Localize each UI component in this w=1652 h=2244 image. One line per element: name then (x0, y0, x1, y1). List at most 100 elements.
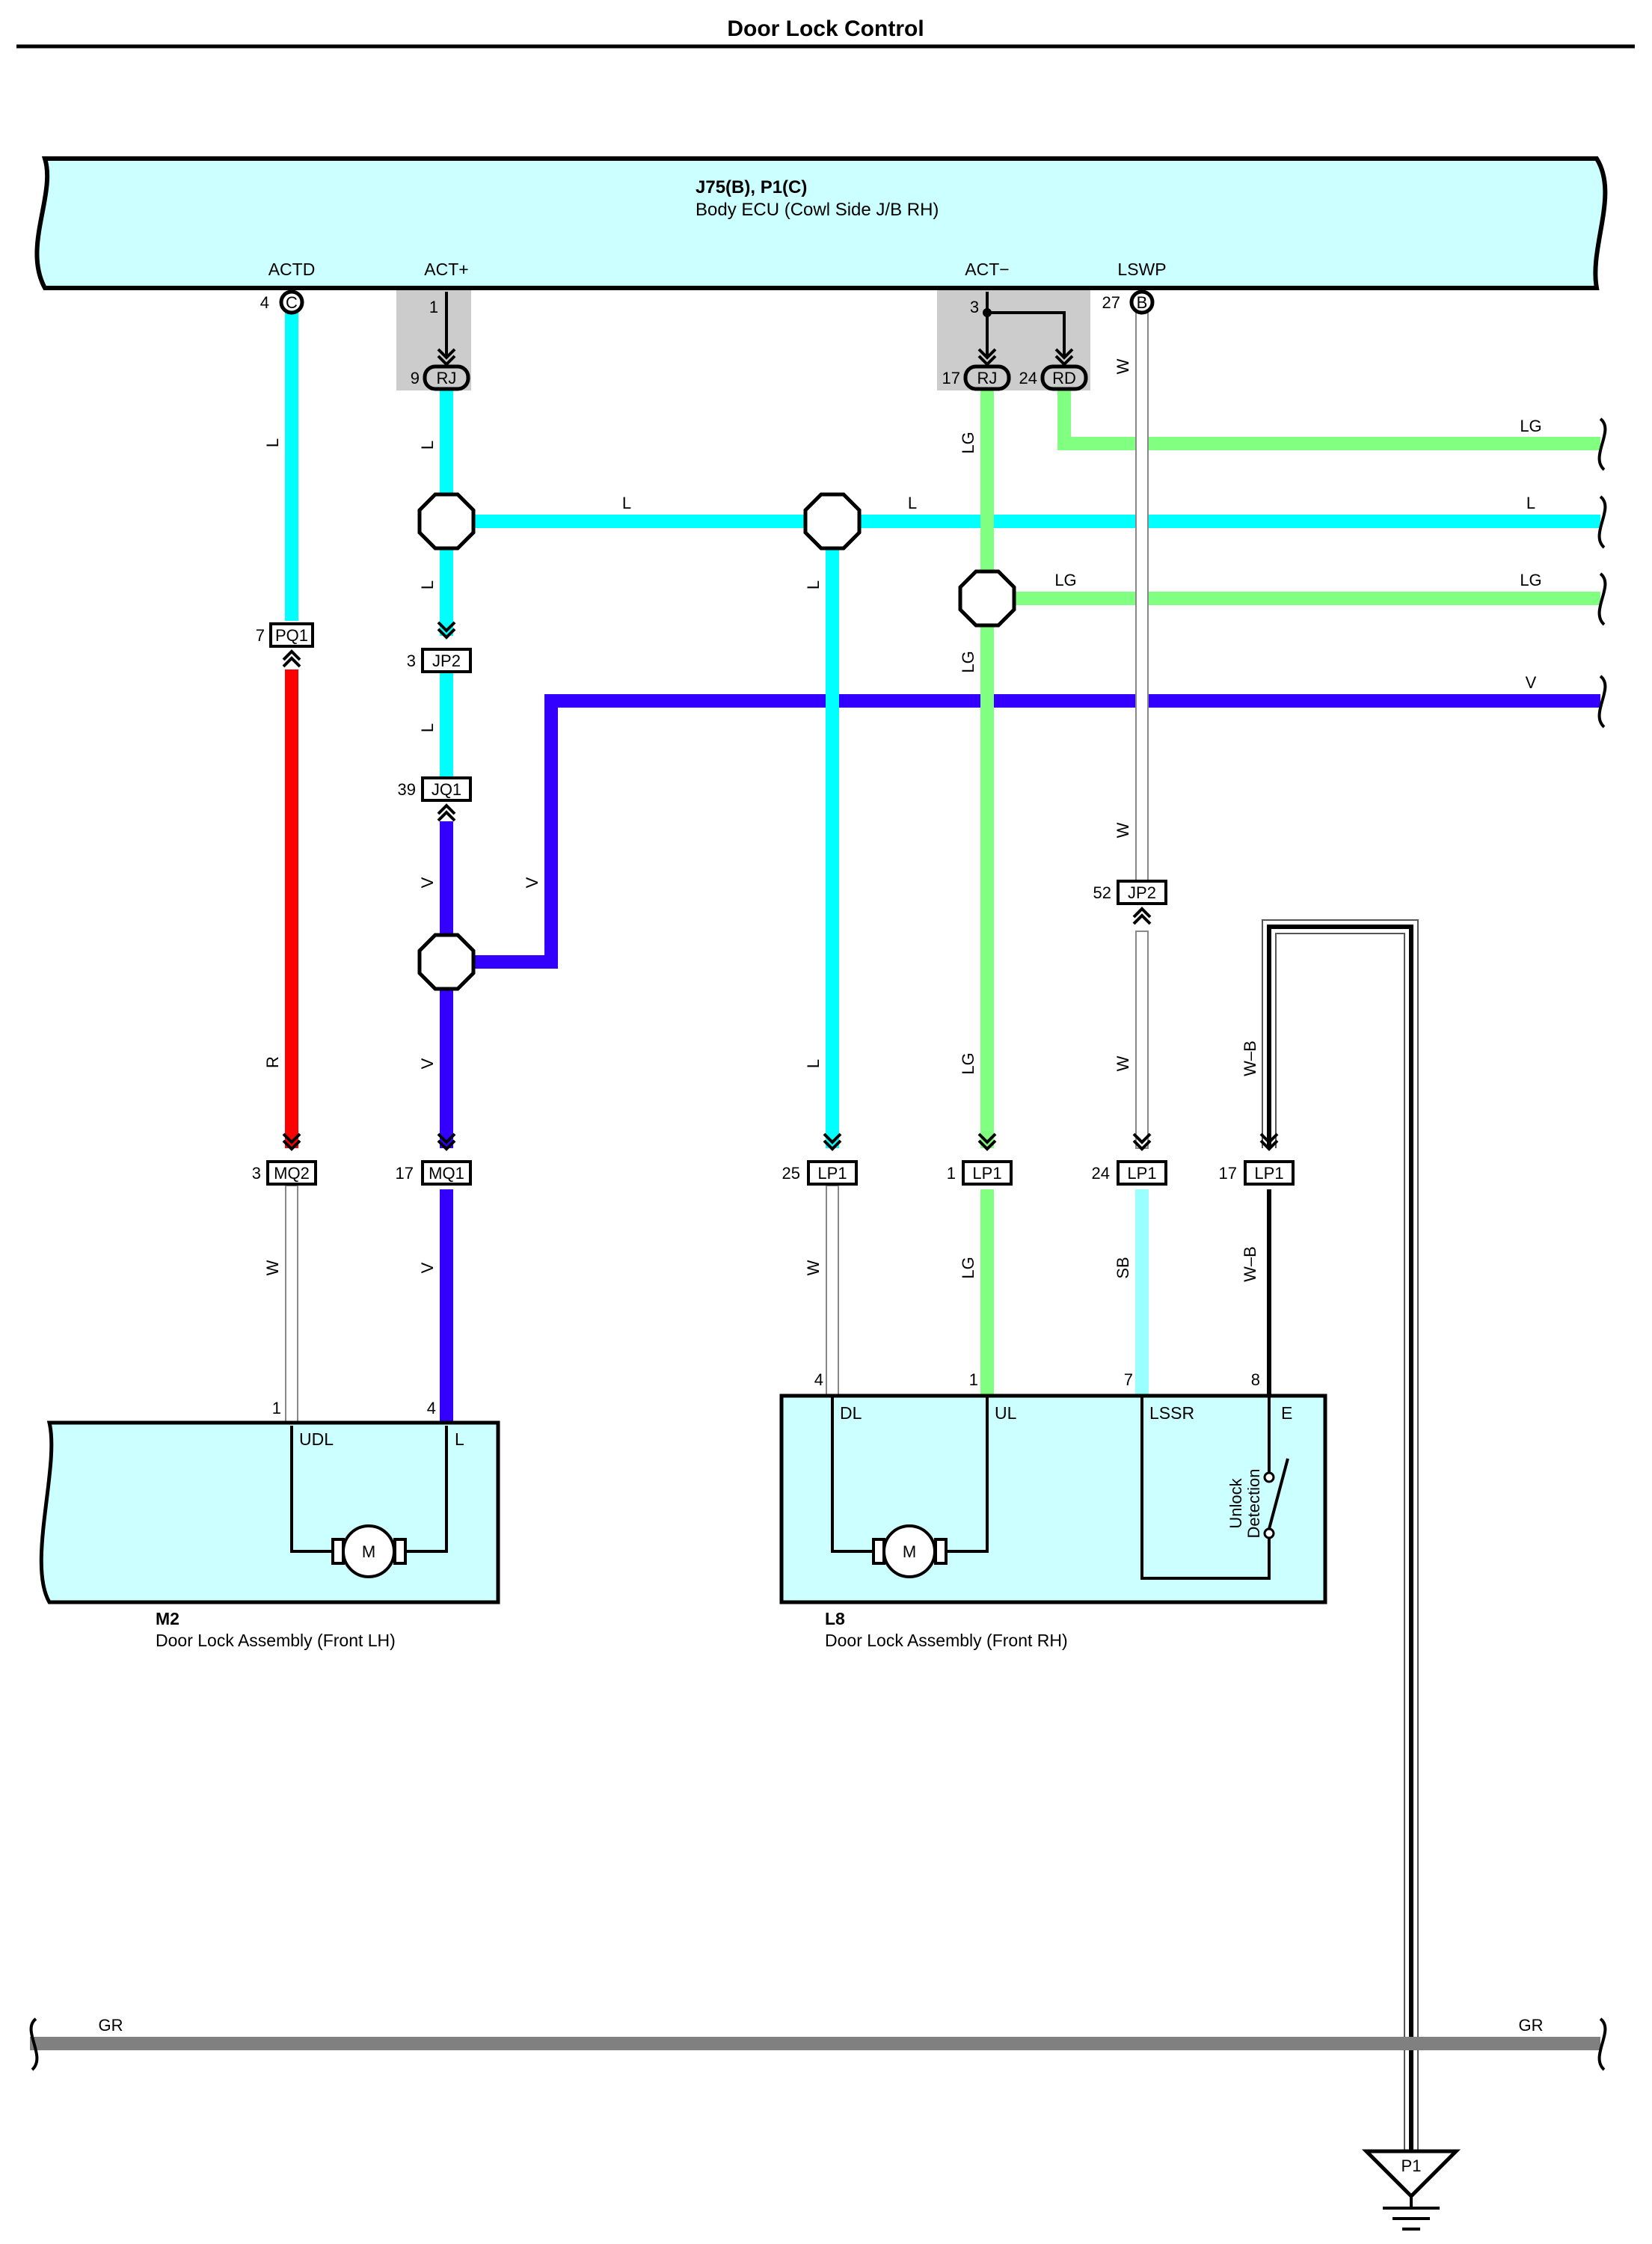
wire-wb-core (1267, 925, 1413, 2154)
wire-label: W–B (1241, 1040, 1259, 1076)
break-symbol (1597, 572, 1607, 626)
component-name: Door Lock Assembly (Front LH) (156, 1631, 396, 1650)
arrow-up-icon (1132, 907, 1152, 925)
body-ecu: J75(B), P1(C) Body ECU (Cowl Side J/B RH… (34, 156, 1608, 290)
connector-name: JQ1 (432, 780, 461, 799)
connector-pq1: PQ1 7 (256, 622, 314, 668)
pin-number: 7 (256, 626, 265, 645)
pin-number: 3 (252, 1164, 261, 1183)
wire-label: V (418, 877, 437, 888)
pin-number: 4 (814, 1370, 823, 1389)
terminal-label-lswp: LSWP (1117, 260, 1166, 279)
connector-jp2-3: JP2 3 (407, 621, 472, 673)
l8-box (779, 1394, 1327, 1604)
component-l8: 4 1 7 8 DL UL LSSR E M Unlock Detection … (779, 1370, 1327, 1650)
connector-box (421, 776, 472, 802)
pin-number: 3 (970, 298, 979, 316)
connector-c-code: C (286, 293, 298, 312)
wire-label: GR (1519, 2016, 1544, 2035)
terminal-actd: C 4 (260, 289, 304, 315)
connector-name: MQ1 (429, 1164, 464, 1183)
connector-name: JP2 (432, 652, 461, 670)
connector-box (266, 1160, 317, 1186)
pin-number: 25 (782, 1164, 800, 1183)
break-symbol (29, 2017, 39, 2071)
connector-box (421, 648, 472, 673)
connector-name: LP1 (817, 1164, 847, 1183)
wire-label: V (418, 1262, 437, 1273)
connector-name: LP1 (1254, 1164, 1283, 1183)
pin-number: 7 (1124, 1370, 1133, 1389)
pin-number: 17 (942, 369, 960, 387)
m2-motor-wiring (290, 1426, 448, 1553)
connector-box (421, 1160, 472, 1186)
wire-label: LG (959, 432, 977, 453)
junction-code: RJ (977, 369, 998, 387)
wire-lswp-w1 (1135, 312, 1149, 889)
pin-number: 39 (398, 780, 416, 799)
pin-number: 3 (407, 652, 416, 670)
wire-label: LG (1054, 571, 1076, 589)
wire-label: LG (1520, 417, 1541, 435)
component-m2: 1 4 UDL L M M2 Door Lock Assembly (Front… (39, 1399, 500, 1650)
motor-label: M (362, 1542, 375, 1561)
splice-point (420, 494, 473, 548)
wire-label: LG (1520, 571, 1541, 589)
terminal-lssr: LSSR (1149, 1403, 1194, 1423)
wire-label: L (418, 723, 437, 732)
connector-b-code: B (1137, 293, 1148, 312)
connector-b (1129, 289, 1155, 315)
pin-number: 1 (969, 1370, 978, 1389)
connector-box (1244, 1160, 1295, 1186)
connector-jp2-52: JP2 52 (1093, 880, 1167, 925)
wire-label: LG (959, 1257, 977, 1278)
connector-mq2: MQ2 3 (252, 1132, 317, 1186)
connector-c (279, 289, 304, 315)
wire-label: L (263, 438, 282, 447)
break-symbol (1597, 495, 1607, 549)
pin-number: 4 (260, 293, 269, 312)
wire-v-riser (446, 694, 1600, 969)
connector-jq1: JQ1 39 (398, 776, 472, 822)
terminal-label-act-minus: ACT− (965, 260, 1009, 279)
junction-rj-9: RJ 9 (411, 364, 470, 391)
ground-name: P1 (1401, 2156, 1422, 2175)
ground-p1: P1 (1361, 2149, 1461, 2231)
connector-name: PQ1 (275, 626, 308, 645)
page-title: Door Lock Control (727, 16, 924, 41)
pin-number: 1 (272, 1399, 281, 1417)
junction-code: RJ (437, 369, 457, 387)
motor-brush (934, 1538, 948, 1565)
connector-box (1117, 880, 1167, 905)
connector-lp1-24: LP1 24 (1092, 1132, 1167, 1186)
branch-dot (983, 308, 992, 317)
motor-brush (872, 1538, 885, 1565)
pin-number: 27 (1102, 293, 1120, 312)
wire-label: L (418, 441, 437, 450)
pin-number: 8 (1251, 1370, 1260, 1389)
wire-lswp-w2 (1135, 931, 1149, 1149)
connector-name: LP1 (1127, 1164, 1156, 1183)
component-code: L8 (825, 1609, 845, 1628)
wire-label: R (263, 1056, 282, 1068)
splice-point (960, 571, 1014, 625)
switch-contact (1263, 1527, 1275, 1539)
splice-point (805, 494, 859, 548)
ground-point (1361, 2149, 1461, 2199)
switch-icon (1268, 1458, 1289, 1530)
component-code: M2 (156, 1609, 179, 1628)
pin-number: 24 (1092, 1164, 1110, 1183)
switch-label: Detection (1244, 1469, 1263, 1539)
act-minus-branch (987, 311, 1066, 358)
terminal-l: L (455, 1429, 464, 1449)
wire-label: L (1526, 494, 1535, 512)
arrow-up-icon (437, 804, 456, 822)
wire-label: SB (1114, 1257, 1132, 1278)
wire-label: L (622, 494, 631, 512)
wire-w-m2 (285, 1185, 298, 1426)
terminal-label-actd: ACTD (268, 260, 316, 279)
pin-number: 17 (1219, 1164, 1237, 1183)
motor-icon (882, 1524, 936, 1578)
wire-label: LG (959, 1052, 977, 1074)
